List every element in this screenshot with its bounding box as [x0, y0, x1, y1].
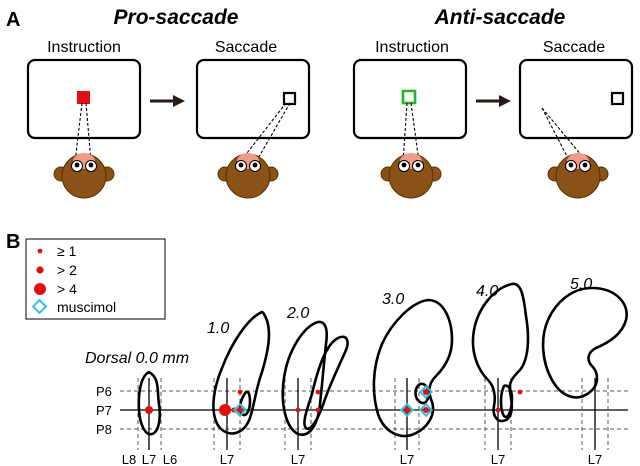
- recording-sites: [145, 384, 523, 418]
- anti-saccade-screen: [518, 58, 634, 199]
- muscimol-marker: [399, 402, 415, 418]
- anti-arrow-icon: [476, 95, 511, 107]
- col-label-l7-d: L7: [400, 452, 414, 466]
- legend-marker-small: [37, 248, 43, 254]
- legend: ≥ 1 > 2 > 4 muscimol: [25, 238, 166, 320]
- col-label-l8: L8: [122, 452, 136, 466]
- section-outline-0: [137, 370, 162, 436]
- muscimol-marker: [418, 402, 434, 418]
- depth-label-1: 1.0: [207, 320, 229, 337]
- site-marker: [517, 389, 523, 395]
- monkey-face-icon: [53, 152, 115, 199]
- legend-label-3: > 4: [57, 281, 77, 297]
- row-label-p7: P7: [96, 403, 112, 418]
- site-marker: [315, 407, 321, 413]
- legend-marker-medium: [36, 266, 44, 274]
- pro-saccade-screen: [195, 58, 311, 199]
- section-outline-2b: [303, 335, 349, 431]
- site-marker: [403, 406, 411, 414]
- pro-arrow-icon: [150, 95, 185, 107]
- site-marker: [495, 407, 501, 413]
- site-marker: [295, 407, 301, 413]
- legend-label-1: ≥ 1: [57, 243, 77, 259]
- monkey-face-icon: [380, 152, 442, 199]
- legend-label-2: > 2: [57, 262, 77, 278]
- pro-saccade-title: Pro-saccade: [114, 6, 239, 29]
- section-outline-3-notch: [414, 382, 430, 405]
- section-outline-5: [541, 286, 628, 399]
- section-outline-4-inner: [499, 384, 514, 419]
- col-label-l7-c: L7: [291, 452, 305, 466]
- col-label-l7-e: L7: [491, 452, 505, 466]
- anti-saccade-title: Anti-saccade: [434, 6, 566, 29]
- site-marker: [237, 407, 243, 413]
- red-cue-square-icon: [77, 91, 90, 104]
- depth-label-0: Dorsal 0.0 mm: [85, 350, 189, 367]
- target-square-icon: [282, 91, 297, 106]
- muscimol-marker: [418, 384, 434, 400]
- panel-label-b: B: [6, 231, 20, 253]
- panel-label-a: A: [6, 9, 20, 31]
- site-marker: [315, 389, 321, 395]
- site-marker: [145, 406, 153, 414]
- anti-instruction-screen: [352, 58, 468, 199]
- section-outline-3: [372, 298, 454, 438]
- legend-marker-large: [34, 283, 46, 295]
- monkey-face-icon: [547, 152, 609, 199]
- site-marker: [237, 389, 243, 395]
- depth-label-3: 3.0: [382, 291, 404, 308]
- section-outline-1: [212, 310, 271, 435]
- site-marker: [219, 404, 231, 416]
- target-square-icon: [610, 91, 625, 106]
- row-label-p6: P6: [96, 384, 112, 399]
- legend-label-4: muscimol: [57, 299, 116, 315]
- anti-instruction-label: Instruction: [375, 39, 449, 56]
- col-label-l7-b: L7: [220, 452, 234, 466]
- pro-instruction-label: Instruction: [47, 39, 121, 56]
- depth-label-2: 2.0: [286, 305, 309, 322]
- section-outline-4: [471, 282, 530, 423]
- green-cue-square-icon: [401, 89, 417, 105]
- row-label-p8: P8: [96, 422, 112, 437]
- col-label-l7-f: L7: [588, 452, 602, 466]
- pro-saccade-label: Saccade: [215, 39, 277, 56]
- legend-marker-diamond: [31, 298, 48, 315]
- monkey-face-icon: [217, 152, 279, 199]
- col-label-l6: L6: [163, 452, 177, 466]
- pro-instruction-screen: [26, 58, 142, 199]
- site-marker: [423, 407, 429, 413]
- col-label-l7-a: L7: [142, 452, 156, 466]
- muscimol-marker: [232, 402, 248, 418]
- anti-saccade-label: Saccade: [543, 39, 605, 56]
- site-marker: [423, 389, 429, 395]
- section-outline-2a: [281, 320, 329, 436]
